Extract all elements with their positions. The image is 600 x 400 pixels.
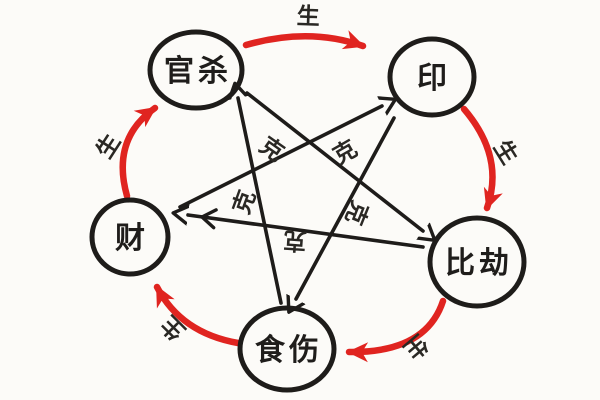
sheng-label-shishang-cai: 生 — [156, 310, 191, 345]
ke-arrow-bijie-to-cai-second-chevron — [200, 208, 218, 230]
ke-cycle-arrows — [180, 93, 423, 303]
node-cai-circle — [89, 197, 171, 277]
nodes: 官杀 印 比劫 食伤 财 — [89, 29, 527, 393]
sheng-label-bijie-shishang: 生 — [398, 329, 432, 364]
ke-arrow-guansha-to-bijie — [245, 91, 423, 231]
ke-arrow-shishang-to-guansha — [238, 98, 283, 305]
sheng-arrow-shishang-to-cai — [153, 283, 242, 347]
sheng-arrow-cai-to-guansha — [119, 104, 159, 200]
sheng-arrow-bijie-to-shishang — [345, 297, 447, 363]
ke-label-cai-yin: 克 — [329, 135, 362, 170]
sheng-label-guansha-yin: 生 — [296, 4, 320, 31]
node-yin-circle — [387, 36, 477, 118]
ke-arrow-bijie-to-cai — [188, 215, 425, 249]
ke-arrow-cai-to-yin — [178, 106, 382, 209]
node-shi-shang-circle — [237, 305, 337, 393]
sheng-arrow-yin-to-bijie — [460, 105, 503, 212]
node-yin-label: 印 — [417, 61, 451, 96]
ke-label-bijie-cai: 克 — [283, 226, 308, 255]
node-bi-jie-label: 比劫 — [445, 246, 513, 281]
sheng-arrow-guansha-to-yin — [242, 30, 367, 50]
sheng-cycle-arrows — [119, 30, 503, 363]
ke-arrow-yin-to-shishang — [296, 116, 396, 299]
ke-label-guansha-bijie: 克 — [255, 132, 289, 167]
node-bi-jie-circle — [427, 215, 527, 309]
node-cai-label: 财 — [115, 221, 149, 256]
node-guan-sha-label: 官杀 — [164, 54, 232, 89]
ke-label-yin-shishang: 克 — [340, 197, 374, 228]
node-shi-shang-label: 食伤 — [255, 333, 323, 368]
node-guan-sha-circle — [147, 29, 245, 111]
